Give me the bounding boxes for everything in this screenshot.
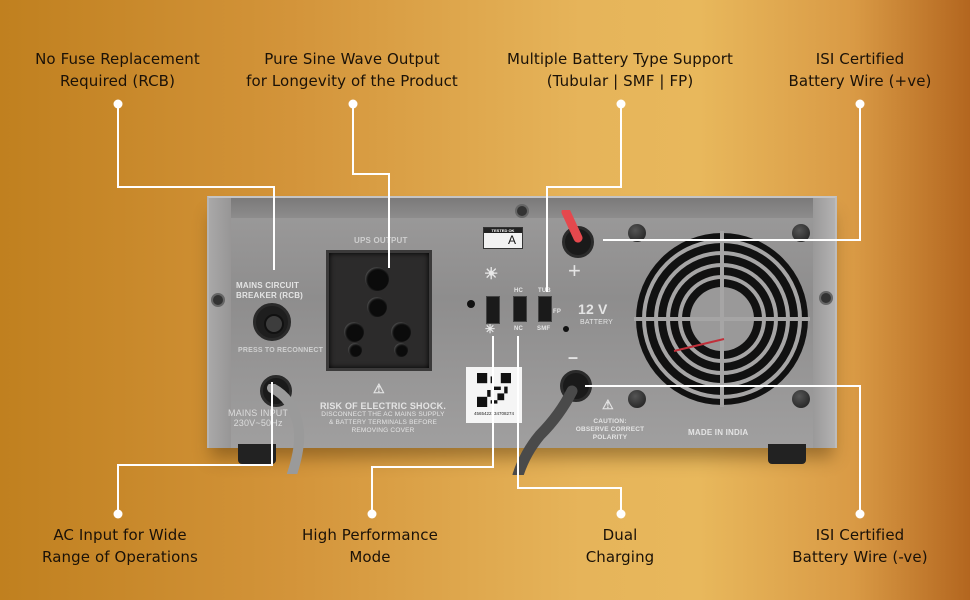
socket-hole — [394, 343, 408, 357]
negative-wire — [512, 385, 578, 475]
screw-icon — [819, 291, 833, 305]
ups-output-label: UPS OUTPUT — [354, 236, 408, 245]
fan-mount-screw — [628, 390, 646, 408]
mains-cable — [267, 384, 305, 474]
fan-mount-screw — [792, 390, 810, 408]
leader-battery-type — [546, 104, 622, 292]
callout-high-performance: High Performance Mode — [302, 526, 438, 566]
rcb-label: MAINS CIRCUIT BREAKER (RCB) — [236, 281, 304, 300]
circuit-breaker-button[interactable] — [253, 303, 291, 341]
indicator-hole — [467, 300, 475, 308]
socket-hole — [367, 297, 387, 317]
leader-ac-input — [117, 382, 273, 514]
callout-dot — [113, 509, 123, 519]
charge-hc-label: HC — [514, 288, 524, 294]
fan-mount-screw — [628, 224, 646, 242]
screw-icon — [211, 293, 225, 307]
tested-ok-sticker: TESTED OK A — [483, 227, 523, 249]
battery-voltage: 12 V — [578, 301, 608, 317]
leader-wire-positive — [603, 104, 861, 241]
polarity-caution: CAUTION: OBSERVE CORRECT POLARITY — [575, 418, 645, 441]
callout-no-fuse: No Fuse Replacement Required (RCB) — [35, 50, 200, 90]
made-in-label: MADE IN INDIA — [688, 428, 749, 437]
battery-smf-label: SMF — [537, 326, 551, 332]
leader-pure-sine — [352, 104, 390, 268]
callout-wire-negative: ISI Certified Battery Wire (-ve) — [792, 526, 928, 566]
socket-hole — [391, 322, 411, 342]
mains-input-label: MAINS INPUT 230V~50Hz — [228, 408, 289, 428]
callout-dot — [113, 99, 123, 109]
charge-nc-label: NC — [514, 326, 524, 332]
callout-dual-charging: Dual Charging — [585, 526, 655, 566]
device-foot-right — [768, 444, 806, 464]
leader-high-performance — [371, 336, 494, 514]
callout-pure-sine: Pure Sine Wave Output for Longevity of t… — [246, 50, 458, 90]
callout-battery-type: Multiple Battery Type Support (Tubular |… — [506, 50, 734, 90]
callout-dot — [855, 99, 865, 109]
ups-output-socket[interactable] — [326, 250, 432, 371]
battery-tub-label: TUB — [538, 288, 551, 294]
electric-shock-warning: RISK OF ELECTRIC SHOCK. DISCONNECT THE A… — [319, 401, 447, 434]
device-foot-left — [238, 444, 276, 464]
leader-wire-negative — [585, 385, 861, 514]
panel-bevel — [209, 198, 231, 448]
socket-hole — [365, 267, 389, 291]
performance-mode-switch[interactable] — [486, 296, 500, 324]
sun-icon: ☀ — [484, 266, 499, 283]
positive-wire — [561, 210, 583, 243]
callout-dot — [616, 509, 626, 519]
charging-mode-switch[interactable] — [513, 296, 527, 322]
callout-ac-input: AC Input for Wide Range of Operations — [42, 526, 198, 566]
caution-triangle-icon: ⚠ — [602, 397, 614, 412]
callout-wire-positive: ISI Certified Battery Wire (+ve) — [788, 50, 932, 90]
rcb-action-text: PRESS TO RECONNECT — [238, 347, 324, 354]
socket-hole — [344, 322, 364, 342]
leader-dual-charging — [517, 336, 622, 514]
battery-type-switch[interactable] — [538, 296, 552, 322]
fan-mount-screw — [792, 224, 810, 242]
leader-no-fuse — [117, 104, 275, 270]
indicator-hole — [563, 326, 569, 332]
callout-dot — [367, 509, 377, 519]
warning-triangle-icon: ⚠ — [373, 381, 385, 396]
socket-hole — [348, 343, 362, 357]
callout-dot — [348, 99, 358, 109]
battery-label: BATTERY — [580, 319, 614, 326]
plus-sign: + — [568, 258, 582, 283]
screw-icon — [515, 204, 529, 218]
sun-small-icon: ✳ — [485, 322, 496, 336]
minus-sign: – — [568, 347, 579, 367]
callout-dot — [616, 99, 626, 109]
callout-dot — [855, 509, 865, 519]
battery-fp-label: FP — [553, 309, 562, 315]
